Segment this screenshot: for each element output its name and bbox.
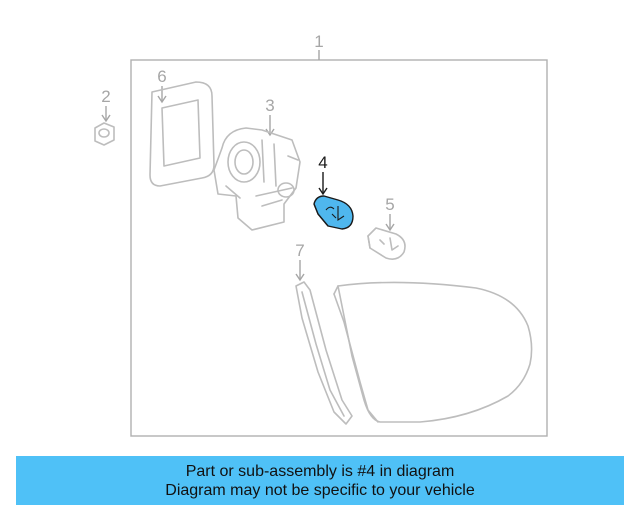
- part-7-trim-strip[interactable]: 7: [295, 241, 353, 425]
- callout-7-label: 7: [295, 241, 304, 260]
- part-6-gasket[interactable]: 6: [149, 67, 215, 187]
- part-5-bulb[interactable]: 5: [367, 195, 406, 260]
- part-2-grommet[interactable]: 2: [94, 87, 115, 146]
- banner-line-2: Diagram may not be specific to your vehi…: [165, 481, 475, 499]
- assembly-frame: [130, 59, 548, 437]
- callout-4-label: 4: [318, 153, 327, 172]
- parts-diagram: 1 2 6 3 4 5: [94, 32, 548, 437]
- callout-2-label: 2: [101, 87, 110, 106]
- part-3-socket-housing[interactable]: 3: [213, 96, 301, 231]
- callout-6-label: 6: [157, 67, 166, 86]
- lamp-lens[interactable]: [333, 281, 533, 423]
- callout-3-label: 3: [265, 96, 274, 115]
- callout-1[interactable]: 1: [314, 32, 324, 60]
- part-4-bulb[interactable]: 4: [313, 153, 354, 230]
- callout-5-label: 5: [385, 195, 394, 214]
- callout-1-label: 1: [314, 32, 323, 51]
- banner-line-1: Part or sub-assembly is #4 in diagram: [185, 462, 455, 480]
- info-banner: Part or sub-assembly is #4 in diagram Di…: [16, 456, 624, 505]
